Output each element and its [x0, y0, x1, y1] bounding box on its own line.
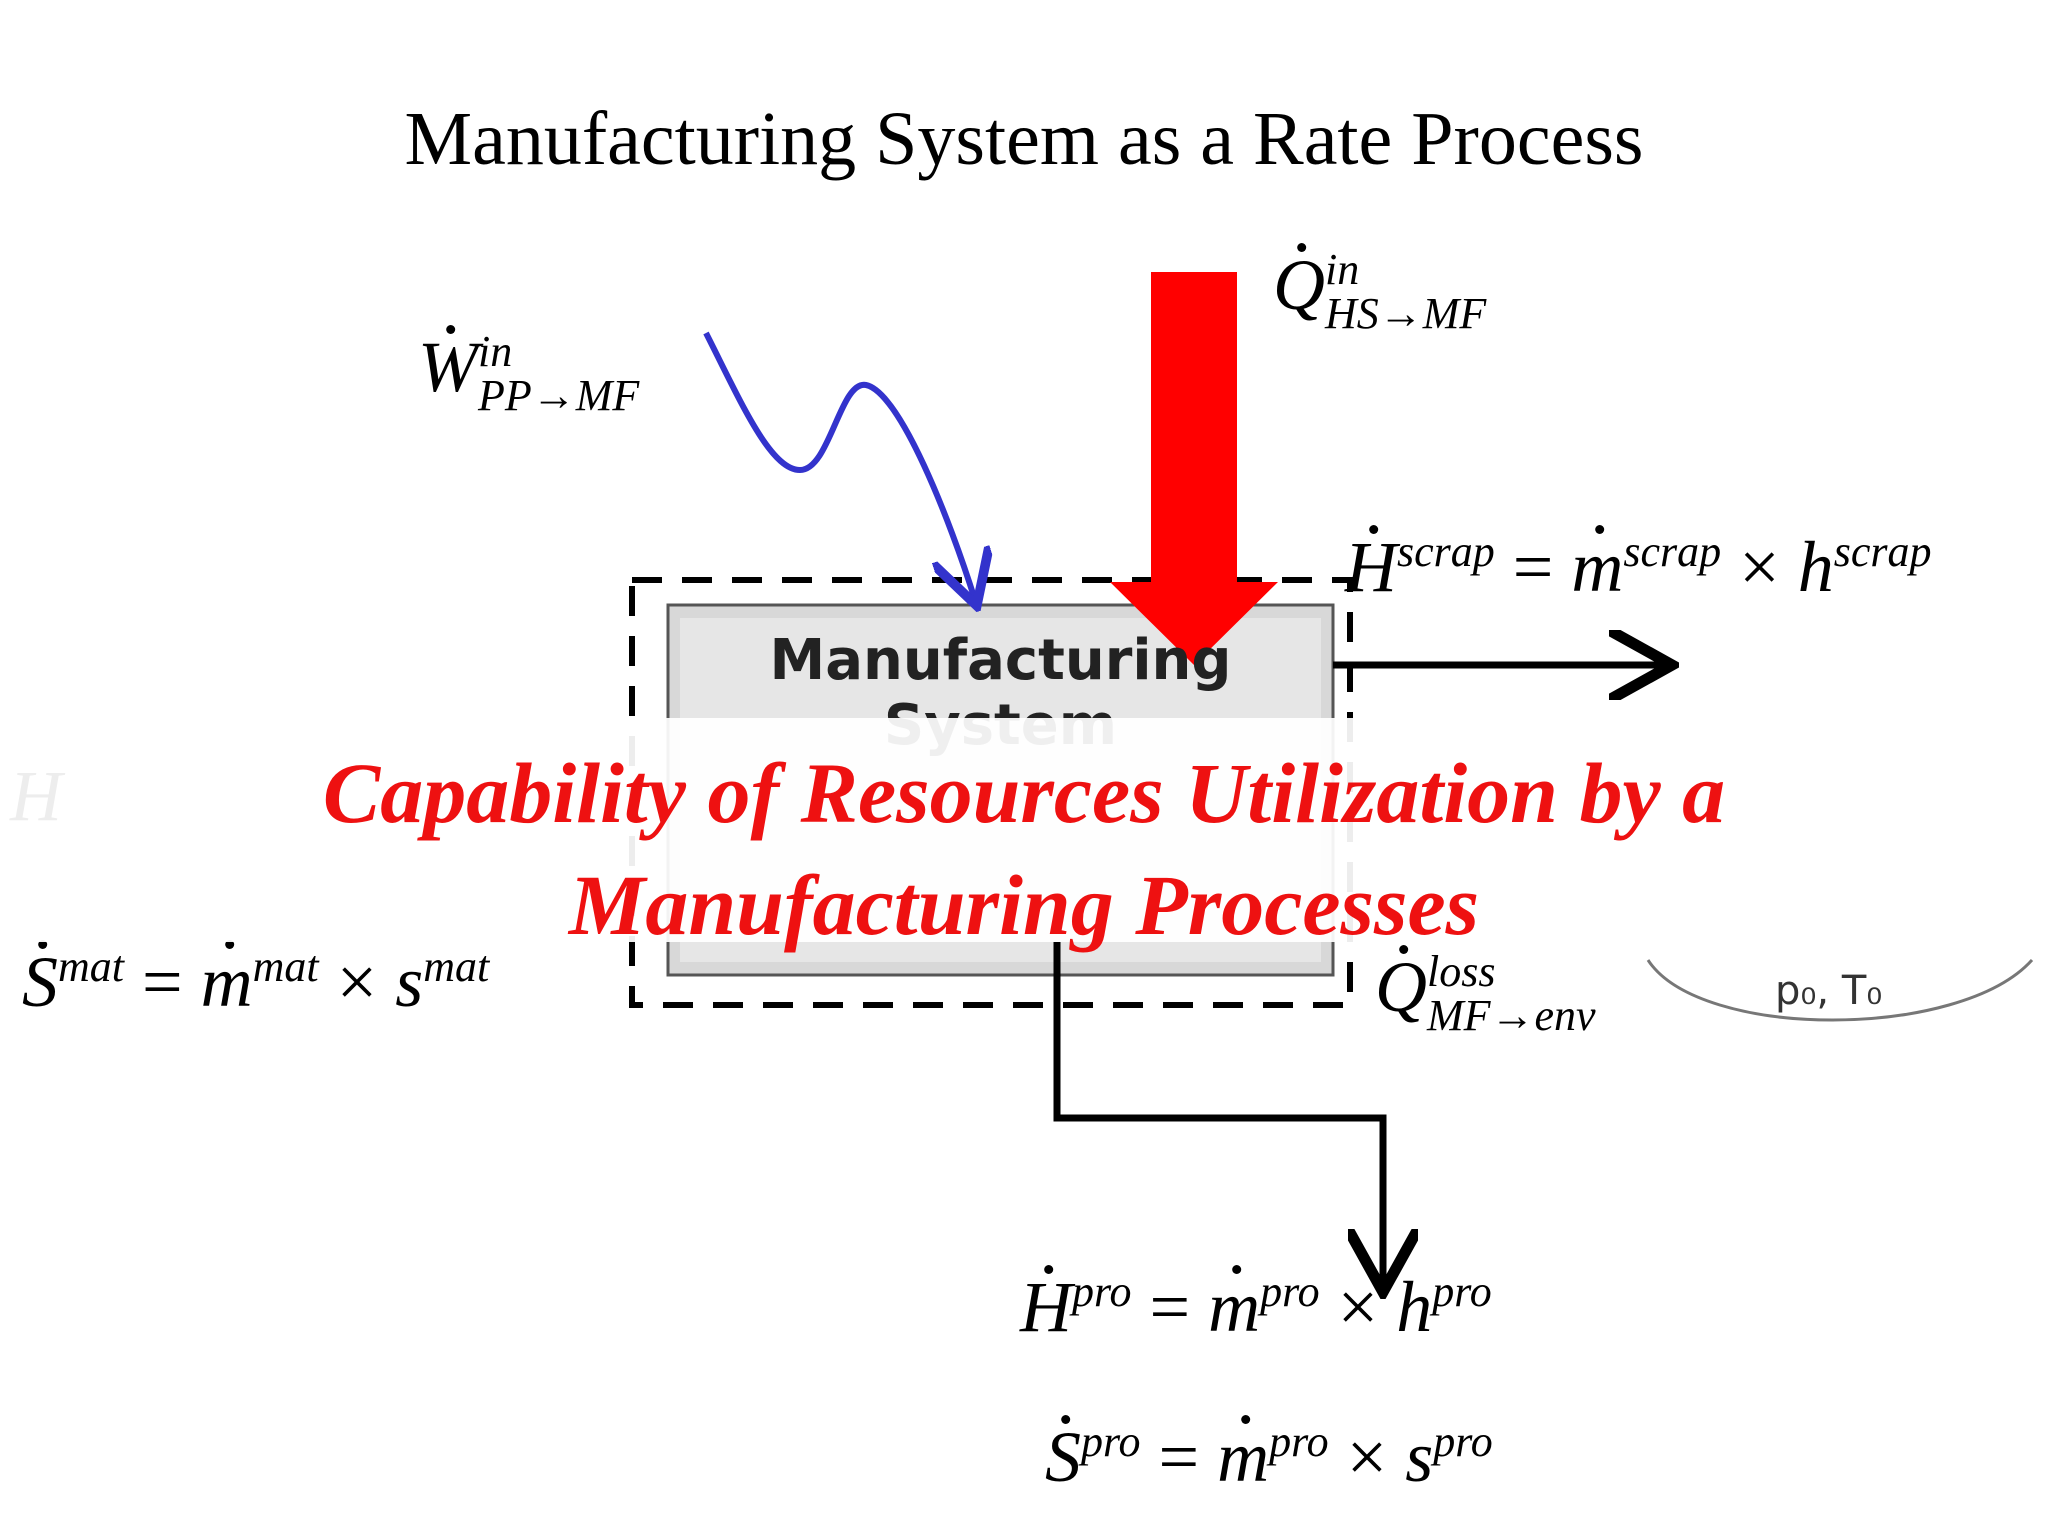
smat-sup-3: mat	[423, 942, 490, 991]
work-symbol: W	[418, 326, 478, 407]
hpro-rhs1: m	[1208, 1267, 1261, 1347]
heat-sub: HS→MF	[1325, 289, 1487, 338]
smat-equals: =	[142, 942, 183, 1022]
scrap-equals: =	[1512, 527, 1554, 607]
scrap-enthalpy-equation: Hscrap = mscrap × hscrap	[1345, 527, 1932, 607]
caption-overlay-text: Capability of Resources Utilization by a…	[0, 738, 2048, 962]
caption-line1: Capability of Resources Utilization by a	[322, 745, 1726, 841]
box-label-line1: Manufacturing	[769, 628, 1232, 693]
work-sup: in	[477, 327, 513, 376]
loss-sub: MF→env	[1427, 991, 1596, 1040]
hpro-sup-3: pro	[1432, 1267, 1492, 1316]
spro-equals: =	[1158, 1417, 1200, 1497]
spro-rhs1: m	[1217, 1417, 1270, 1497]
loss-symbol: Q	[1375, 946, 1427, 1027]
caption-line2: Manufacturing Processes	[568, 856, 1480, 953]
hpro-rhs2: h	[1396, 1267, 1433, 1347]
material-entropy-equation: Smat = mmat × smat	[22, 942, 490, 1022]
spro-sup-2: pro	[1269, 1417, 1329, 1466]
slide-title: Manufacturing System as a Rate Process	[404, 97, 1644, 181]
product-enthalpy-equation: Hpro = mpro × hpro	[1020, 1267, 1492, 1347]
smat-sup-1: mat	[58, 942, 124, 991]
work-sub: PP→MF	[477, 371, 640, 420]
scrap-lhs: H	[1345, 527, 1397, 607]
work-input-arrow	[703, 331, 975, 600]
scrap-sup-3: scrap	[1833, 527, 1932, 576]
loss-sup: loss	[1427, 947, 1496, 996]
environment-boundary	[1646, 958, 2034, 1022]
heat-input-arrow	[1110, 272, 1278, 665]
smat-sup-2: mat	[252, 942, 319, 991]
spro-sup-3: pro	[1433, 1417, 1493, 1466]
hpro-lhs: H	[1020, 1267, 1072, 1347]
hpro-equals: =	[1149, 1267, 1191, 1347]
hpro-sup-1: pro	[1072, 1267, 1132, 1316]
product-entropy-equation: Spro = mpro × spro	[1045, 1417, 1493, 1497]
spro-lhs: S	[1045, 1417, 1081, 1497]
product-outflow-arrow	[1053, 942, 1383, 1285]
smat-rhs1: m	[200, 942, 253, 1022]
hpro-times: ×	[1337, 1267, 1379, 1347]
smat-lhs: S	[22, 942, 58, 1022]
scrap-sup-2: scrap	[1623, 527, 1722, 576]
environment-label: p₀, T₀	[1775, 968, 1883, 1014]
scrap-rhs2: h	[1797, 527, 1834, 607]
spro-sup-1: pro	[1081, 1417, 1141, 1466]
smat-rhs2: s	[395, 942, 424, 1022]
scrap-times: ×	[1739, 527, 1780, 607]
spro-rhs2: s	[1405, 1417, 1434, 1497]
smat-times: ×	[336, 942, 378, 1022]
heat-symbol: Q	[1273, 244, 1325, 325]
heat-sup: in	[1325, 245, 1360, 294]
caption-overlay-band	[0, 718, 2048, 942]
scrap-rhs1: m	[1571, 527, 1624, 607]
hpro-sup-2: pro	[1260, 1267, 1320, 1316]
spro-times: ×	[1346, 1417, 1388, 1497]
scrap-sup-1: scrap	[1397, 527, 1495, 576]
